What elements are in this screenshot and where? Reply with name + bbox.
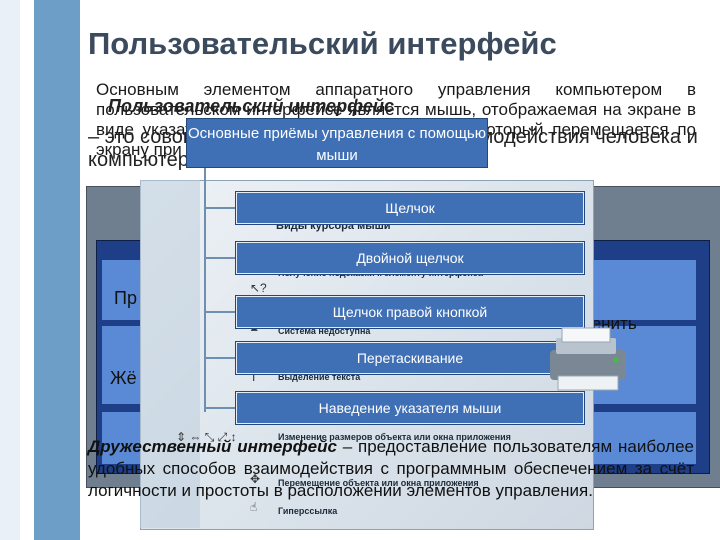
link-cursor-icon: ☝ — [250, 500, 258, 514]
printer-icon — [550, 327, 626, 391]
bottom-term: Дружественный интерфейс — [88, 437, 337, 456]
cursor-row: Перемещение объекта или окна приложения — [278, 478, 479, 488]
connector-line — [204, 166, 206, 412]
action-right-click[interactable]: Щелчок правой кнопкой — [236, 296, 584, 328]
cursor-row: Система недоступна — [278, 326, 371, 336]
slide-title: Пользовательский интерфейс — [88, 26, 557, 61]
bottom-definition: Дружественный интерфейс – предоставление… — [88, 436, 694, 502]
definition-term: Пользовательский интерфейс — [108, 96, 395, 116]
cursor-row: Гиперссылка — [278, 506, 338, 516]
connector-line — [204, 207, 236, 209]
help-panel-shade — [140, 180, 200, 528]
action-double-click[interactable]: Двойной щелчок — [236, 242, 584, 274]
connector-line — [204, 257, 236, 259]
connector-line — [204, 311, 236, 313]
left-decor-strip — [0, 0, 20, 540]
action-drag[interactable]: Перетаскивание — [236, 342, 584, 374]
connector-line — [204, 407, 236, 409]
cursor-row: Выделение текста — [278, 372, 361, 382]
background-text-fragment: Жё — [110, 368, 137, 388]
resize-cursors-icon: ⇕ ⇔ ⤡ ⤢ ↕ — [176, 430, 237, 444]
cursor-row: Изменение размеров объекта или окна прил… — [278, 432, 511, 442]
left-accent-bar — [34, 0, 80, 540]
mouse-techniques-header-text: Основные приёмы управления с помощью мыш… — [188, 125, 486, 164]
help-select-cursor-icon: ↖? — [250, 281, 267, 295]
action-hover[interactable]: Наведение указателя мыши — [236, 392, 584, 424]
connector-line — [204, 357, 236, 359]
action-click[interactable]: Щелчок — [236, 192, 584, 224]
move-cursor-icon: ✥ — [250, 472, 261, 486]
mouse-techniques-header: Основные приёмы управления с помощью мыш… — [186, 118, 488, 168]
bottom-definition-text: – предоставление пользователям наиболее … — [88, 437, 695, 500]
text-cursor-icon: I — [252, 370, 256, 384]
background-text-fragment: Пр — [114, 288, 137, 308]
